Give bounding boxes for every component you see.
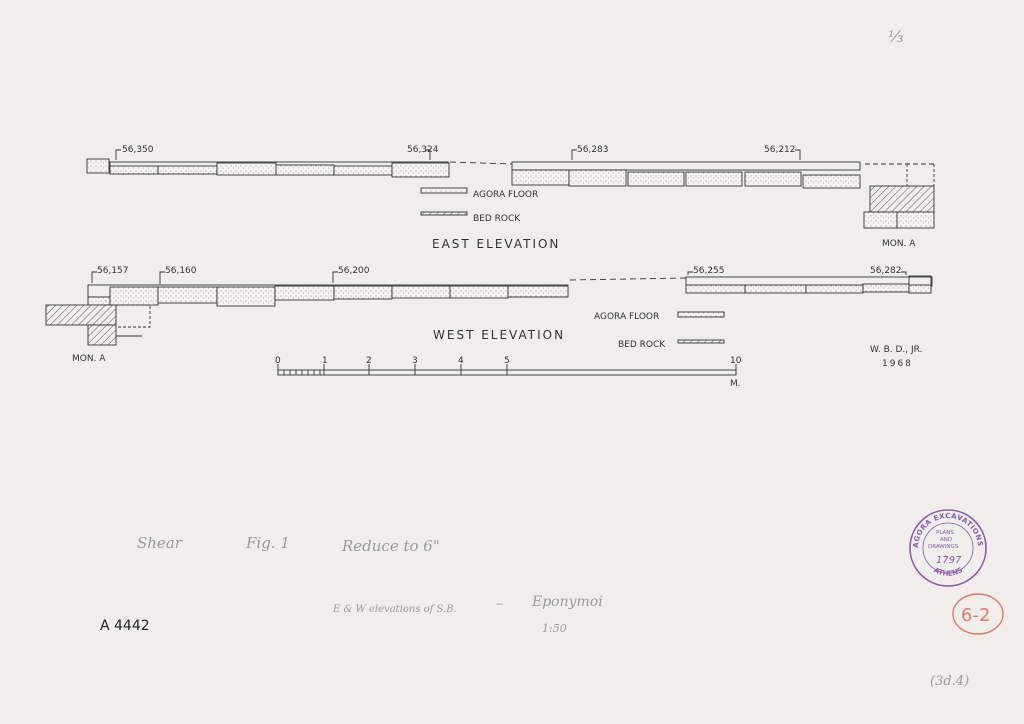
stamp-bottom-text: ATHENS [932,566,964,578]
red-mark: 6-2 [961,605,990,626]
red-circle [952,593,1004,635]
east-elevation [86,149,935,229]
note-figure: Fig. 1 [245,534,290,552]
corner-mark: ⅓ [888,27,904,46]
stamp-center-1: PLANS [936,530,954,536]
west-level-4: 56,255 [693,266,725,276]
scale-tick-10: 10 [730,356,742,366]
east-level-2: 56,324 [407,145,439,155]
west-elevation-title: WEST ELEVATION [433,328,565,342]
west-monument-label: MON. A [72,354,106,364]
credit-author: W. B. D., JR. [870,345,922,355]
credit-year: 1968 [882,359,913,369]
note-ratio: 1:50 [542,622,567,635]
west-level-2: 56,160 [165,266,197,276]
west-level-1: 56,157 [97,266,129,276]
excavation-stamp: AGORA EXCAVATIONS ATHENS PLANS AND DRAWI… [909,509,987,587]
drawing-number: A 4442 [100,618,150,634]
east-agora-floor-label: AGORA FLOOR [473,190,538,200]
scale-tick-5: 5 [504,356,510,366]
note-dash: – [496,596,503,612]
west-elevation [45,271,933,346]
scale-bar [277,364,737,376]
svg-text:ATHENS: ATHENS [932,566,964,578]
note-eponymoi: Eponymoi [531,594,603,610]
east-elevation-title: EAST ELEVATION [432,237,560,251]
east-level-3: 56,283 [577,145,609,155]
east-bed-rock-label: BED ROCK [473,214,521,224]
east-level-4: 56,212 [764,145,796,155]
east-level-1: 56,350 [122,145,154,155]
note-elevations: E & W elevations of S.B. [332,604,457,615]
bottom-mark: (3d.4) [930,674,969,689]
east-monument-label: MON. A [882,239,916,249]
note-author: Shear [137,534,183,552]
west-level-5: 56,282 [870,266,902,276]
west-level-3: 56,200 [338,266,370,276]
stamp-center-2: AND [940,537,952,543]
note-reduce: Reduce to 6" [341,537,440,555]
stamp-center-3: DRAWINGS [928,544,959,550]
scale-tick-3: 3 [412,356,418,366]
scale-tick-4: 4 [458,356,464,366]
west-agora-floor-label: AGORA FLOOR [594,312,659,322]
scale-unit: M. [730,379,741,389]
scale-tick-0: 0 [275,356,281,366]
stamp-number: 1797 [936,555,962,566]
scale-tick-1: 1 [322,356,328,366]
west-bed-rock-label: BED ROCK [618,340,666,350]
scale-tick-2: 2 [366,356,372,366]
